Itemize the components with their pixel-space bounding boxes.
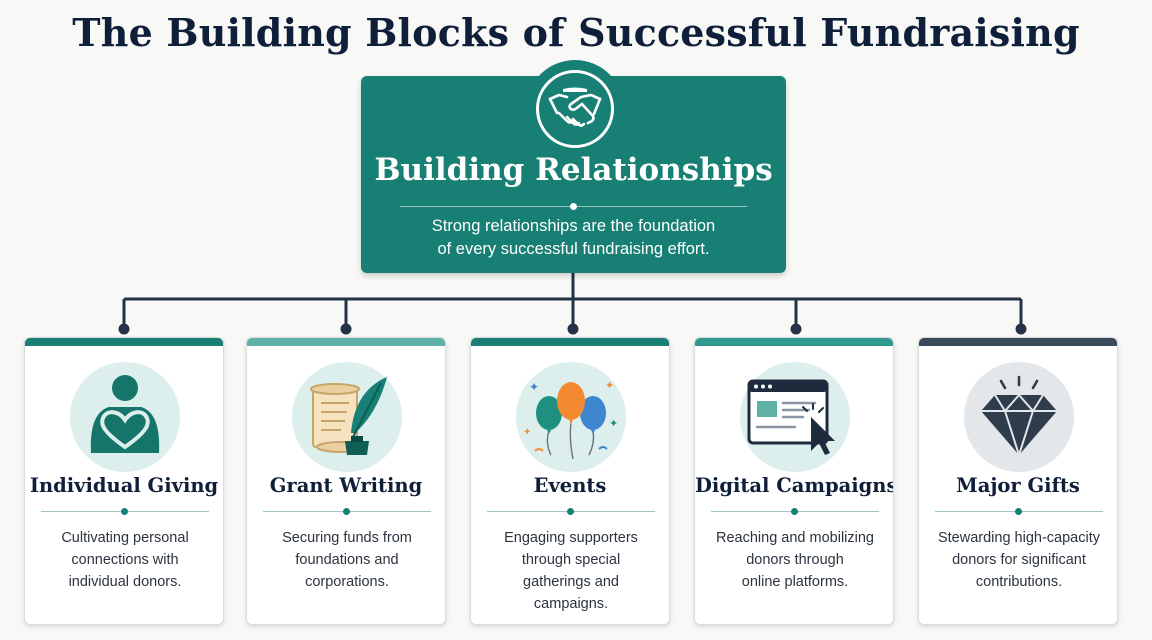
root-icon-badge: [536, 70, 614, 148]
block-description: Cultivating personal connections with in…: [61, 530, 189, 590]
block-events: ✦ ✦ ✦ ✦ Events Engaging supporters throu…: [470, 337, 670, 625]
card-accent-bar: [247, 338, 445, 346]
block-description: Stewarding high-capacity donors for sign…: [937, 530, 1100, 590]
connector-node: [567, 323, 579, 335]
block-digital-campaigns: Digital Campaigns Reaching and mobilizin…: [694, 337, 894, 625]
connector-node: [340, 323, 352, 335]
svg-text:✦: ✦: [523, 427, 531, 438]
icon-badge: [964, 362, 1074, 472]
card-divider-dot: [1015, 508, 1022, 515]
person-heart-icon: [90, 375, 160, 453]
root-divider-dot: [570, 203, 577, 210]
svg-text:✦: ✦: [609, 417, 618, 430]
balloons-icon: ✦ ✦ ✦ ✦: [523, 379, 618, 460]
connector-node: [1015, 323, 1027, 335]
icon-badge: ✦ ✦ ✦ ✦: [516, 362, 626, 472]
card-divider-dot: [343, 508, 350, 515]
block-title: Major Gifts: [956, 474, 1080, 497]
block-title: Digital Campaigns: [695, 474, 894, 497]
icon-badge: [740, 362, 850, 472]
root-description: Strong relationships are the foundation …: [431, 217, 716, 258]
card-divider-dot: [791, 508, 798, 515]
svg-text:✦: ✦: [529, 380, 539, 394]
browser-cursor-icon: [747, 379, 835, 455]
block-major-gifts: Major Gifts Stewarding high-capacity don…: [918, 337, 1118, 625]
svg-text:✦: ✦: [605, 379, 614, 392]
card-accent-bar: [25, 338, 223, 346]
block-description: Reaching and mobilizing donors through o…: [716, 530, 874, 590]
connector-node: [118, 323, 130, 335]
card-accent-bar: [471, 338, 669, 346]
card-divider-dot: [121, 508, 128, 515]
card-accent-bar: [695, 338, 893, 346]
block-individual-giving: Individual Giving Cultivating personal c…: [24, 337, 224, 625]
icon-badge: [292, 362, 402, 472]
page-title: The Building Blocks of Successful Fundra…: [72, 10, 1080, 55]
block-description: Securing funds from foundations and corp…: [282, 530, 412, 590]
block-grant-writing: Grant Writing Securing funds from founda…: [246, 337, 446, 625]
block-description: Engaging supporters through special gath…: [504, 530, 638, 612]
icon-badge: [70, 362, 180, 472]
card-accent-bar: [919, 338, 1117, 346]
block-title: Individual Giving: [29, 474, 219, 497]
block-title: Events: [533, 474, 607, 497]
card-divider-dot: [567, 508, 574, 515]
diamond-icon: [981, 375, 1057, 456]
scroll-quill-icon: [310, 377, 387, 455]
block-title: Grant Writing: [269, 474, 423, 497]
connector-node: [790, 323, 802, 335]
root-title: Building Relationships: [374, 152, 773, 188]
handshake-icon: [548, 87, 602, 127]
